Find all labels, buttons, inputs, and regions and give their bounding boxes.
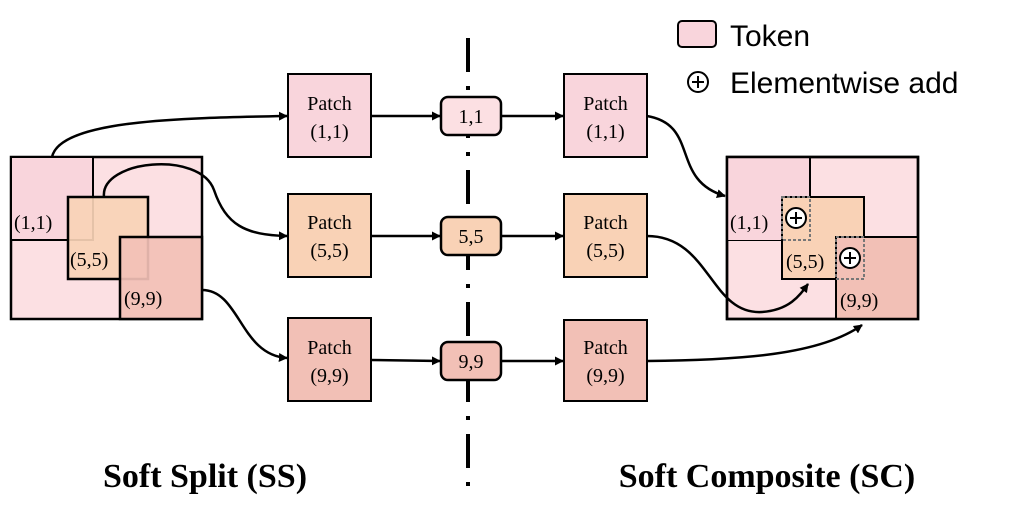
sc-add-icon-2 xyxy=(839,247,861,269)
token-5-5: 5,5 xyxy=(439,215,503,257)
ss-label-5-5: (5,5) xyxy=(70,249,108,271)
arrow-ss-to-patch-9-9 xyxy=(201,288,288,362)
legend: Token Elementwise add xyxy=(677,20,958,100)
ss-patch-9-9 xyxy=(118,235,204,321)
arrow-ss-to-patch-5-5 xyxy=(102,163,288,241)
sc-label-5-5: (5,5) xyxy=(786,251,824,273)
ss-label-1-1: (1,1) xyxy=(14,212,52,234)
token-1-1: 1,1 xyxy=(439,95,503,137)
legend-token-swatch xyxy=(677,20,717,48)
legend-token-label: Token xyxy=(730,20,810,53)
token-5-5-label: 5,5 xyxy=(459,226,484,248)
soft-split-grid: (1,1) (5,5) (9,9) xyxy=(9,155,204,321)
right-patch-9-9-line1: Patch xyxy=(583,337,627,359)
left-patch-1-1-line1: Patch xyxy=(307,93,351,115)
arrow-patch-5-5-to-sc xyxy=(646,234,810,314)
right-patch-5-5: Patch (5,5) xyxy=(563,193,648,278)
sc-label-9-9: (9,9) xyxy=(840,290,878,312)
right-patch-9-9-line2: (9,9) xyxy=(586,365,624,387)
arrow-ss-to-patch-1-1 xyxy=(50,111,288,158)
right-patch-5-5-line1: Patch xyxy=(583,212,627,234)
elementwise-add-icon xyxy=(687,71,709,93)
token-9-9: 9,9 xyxy=(439,340,503,382)
sc-add-icon-1 xyxy=(785,207,807,229)
soft-composite-grid: (1,1) (5,5) (9,9) xyxy=(725,155,920,321)
left-patch-5-5: Patch (5,5) xyxy=(287,193,372,278)
arrow-patch-to-token-9-9 xyxy=(370,356,441,366)
soft-composite-title: Soft Composite (SC) xyxy=(619,458,916,495)
right-patch-9-9: Patch (9,9) xyxy=(563,319,648,402)
ss-label-9-9: (9,9) xyxy=(124,288,162,310)
token-1-1-label: 1,1 xyxy=(459,106,484,128)
right-patch-1-1-line2: (1,1) xyxy=(586,121,624,143)
left-patch-5-5-line2: (5,5) xyxy=(310,240,348,262)
left-patch-9-9-line2: (9,9) xyxy=(310,365,348,387)
left-patch-1-1-line2: (1,1) xyxy=(310,121,348,143)
arrow-patch-9-9-to-sc xyxy=(646,323,863,363)
left-patch-9-9-line1: Patch xyxy=(307,337,351,359)
left-patch-5-5-line1: Patch xyxy=(307,212,351,234)
legend-add-label: Elementwise add xyxy=(730,67,958,100)
right-patch-1-1: Patch (1,1) xyxy=(563,73,648,158)
token-9-9-label: 9,9 xyxy=(459,351,484,373)
left-patch-1-1: Patch (1,1) xyxy=(287,73,372,158)
sc-overlap-1-1-5-5 xyxy=(781,196,811,241)
right-patch-1-1-line1: Patch xyxy=(583,93,627,115)
arrow-patch-1-1-to-sc xyxy=(646,114,726,199)
sc-label-1-1: (1,1) xyxy=(730,212,768,234)
soft-split-title: Soft Split (SS) xyxy=(103,458,307,495)
right-patch-5-5-line2: (5,5) xyxy=(586,240,624,262)
left-patch-9-9: Patch (9,9) xyxy=(287,317,372,402)
